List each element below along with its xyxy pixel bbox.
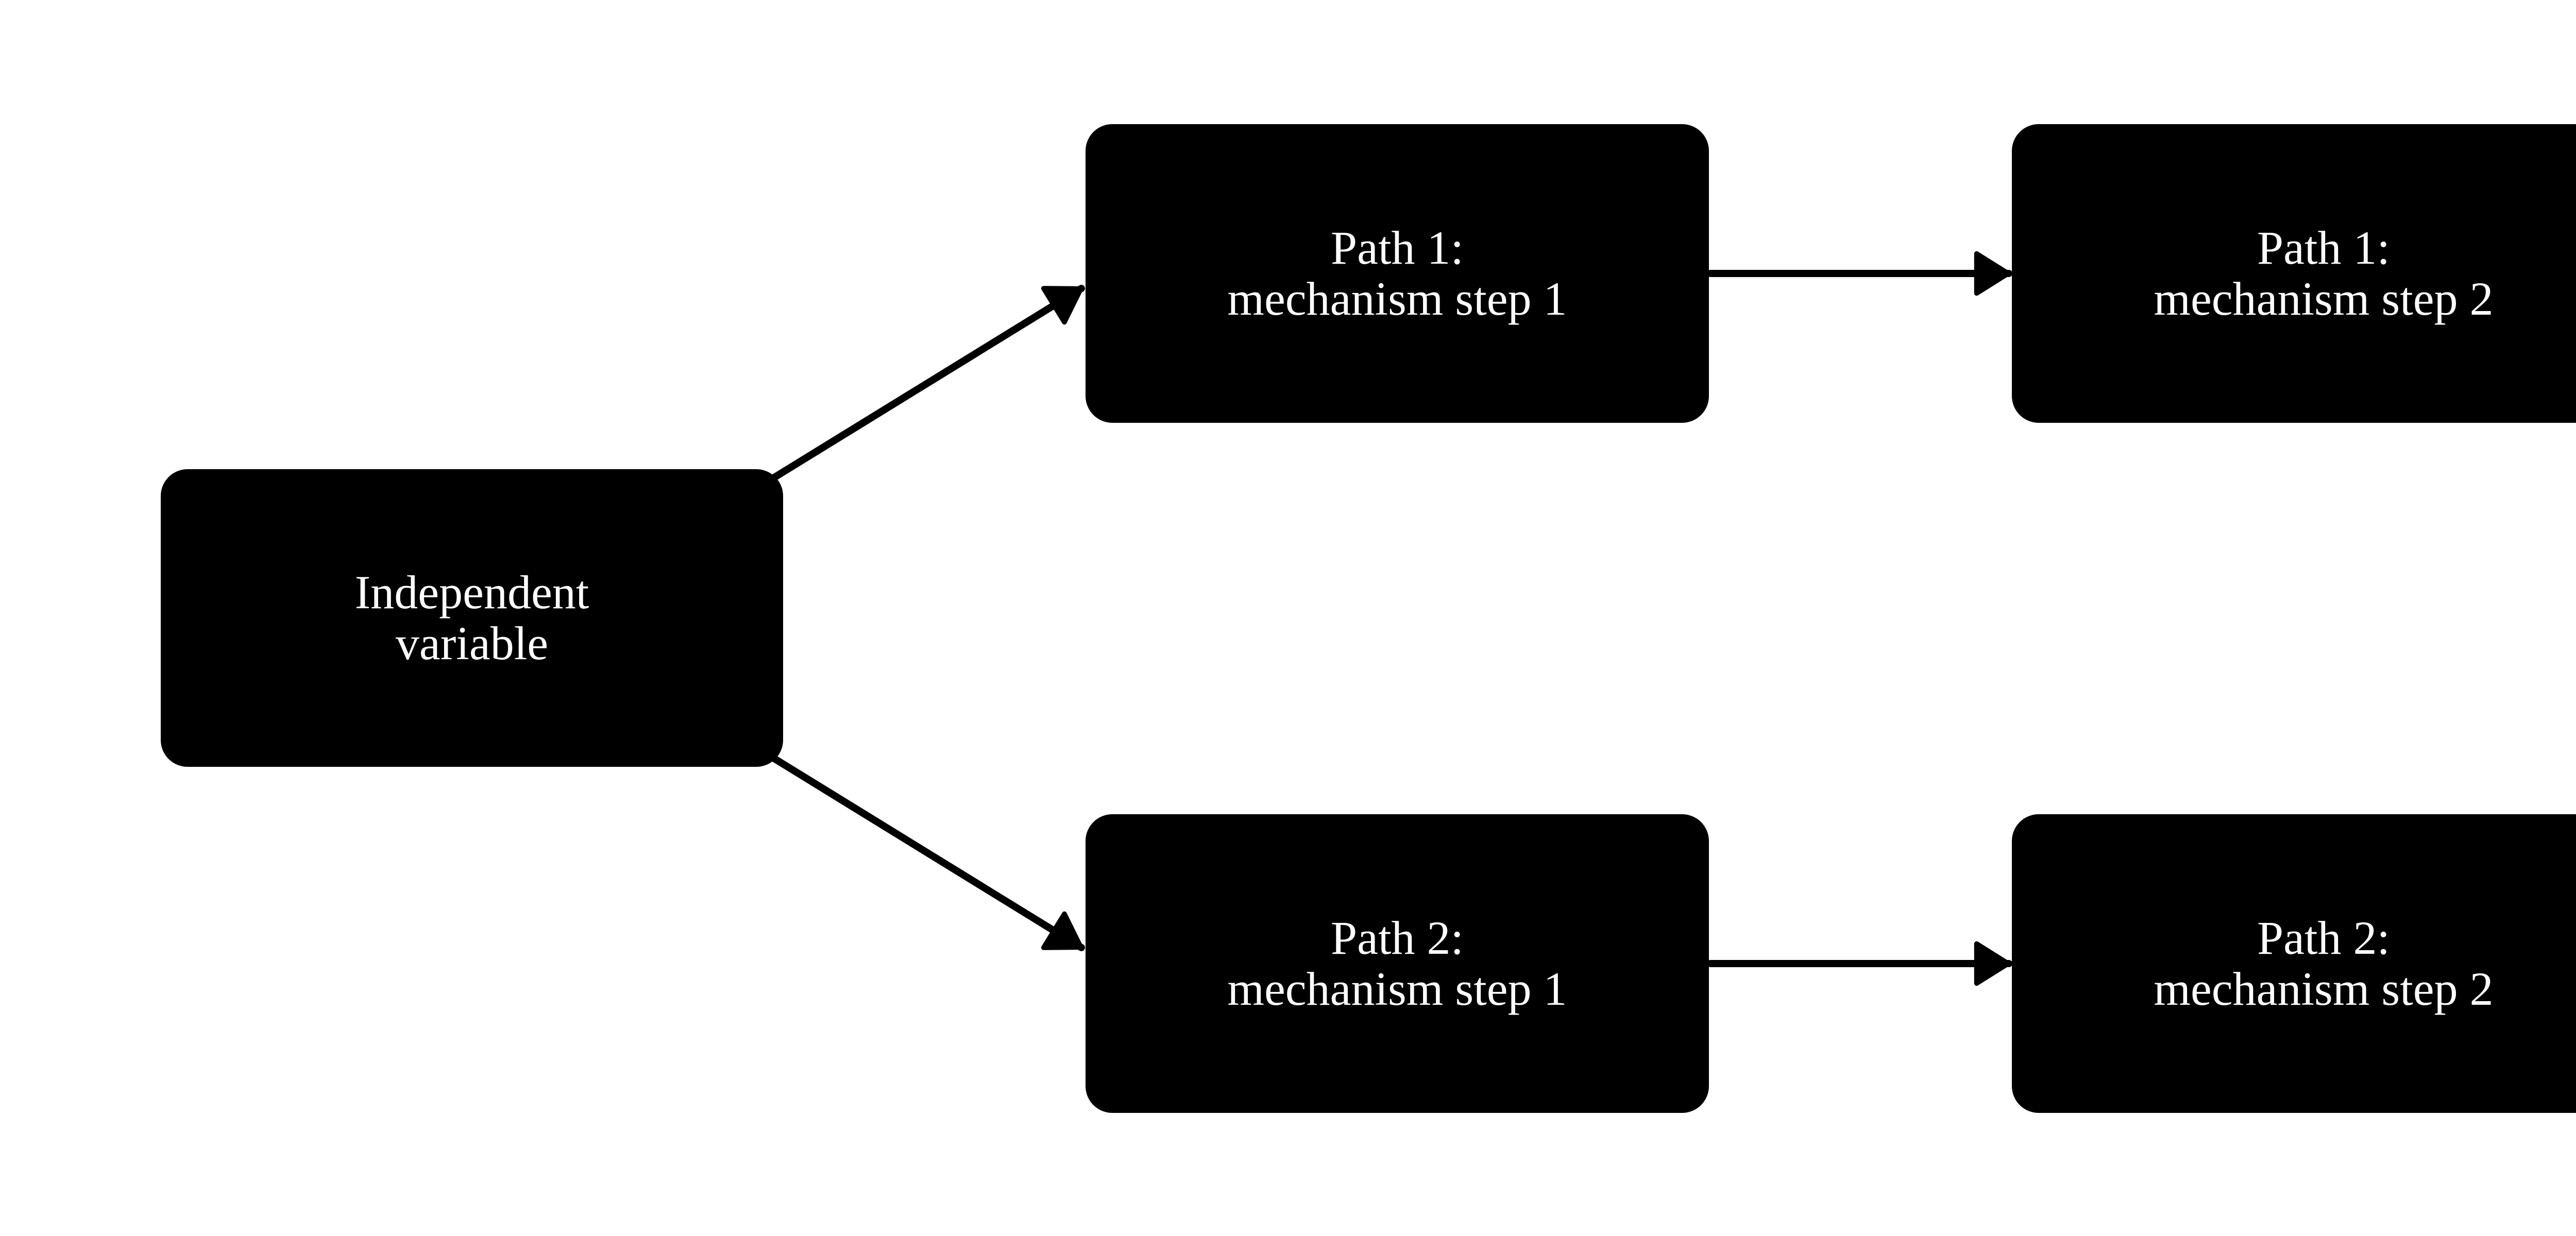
node-path2-mechanism-step1: Path 2: mechanism step 1 bbox=[1086, 814, 1709, 1113]
node-label-line: Path 2: bbox=[1330, 912, 1464, 964]
edge-independent-to-path2-step1 bbox=[771, 755, 1085, 951]
node-label-line: mechanism step 2 bbox=[2154, 272, 2494, 325]
edge-independent-to-path1-step1 bbox=[771, 285, 1085, 481]
node-path1-mechanism-step1: Path 1: mechanism step 1 bbox=[1086, 124, 1709, 423]
node-path2-mechanism-step2: Path 2: mechanism step 2 bbox=[2012, 814, 2576, 1113]
node-label-line: Path 2: bbox=[2257, 912, 2391, 964]
node-path1-mechanism-step2: Path 1: mechanism step 2 bbox=[2012, 124, 2576, 423]
node-label-line: mechanism step 2 bbox=[2154, 963, 2494, 1015]
node-label-line: mechanism step 1 bbox=[1227, 963, 1567, 1015]
node-label-line: mechanism step 1 bbox=[1227, 272, 1567, 325]
node-label-line: Independent bbox=[354, 566, 589, 619]
node-label-line: Path 1: bbox=[1330, 221, 1464, 274]
node-label-line: Path 1: bbox=[2257, 221, 2391, 274]
node-label-line: variable bbox=[395, 617, 549, 670]
node-independent-variable: Independent variable bbox=[161, 469, 783, 767]
